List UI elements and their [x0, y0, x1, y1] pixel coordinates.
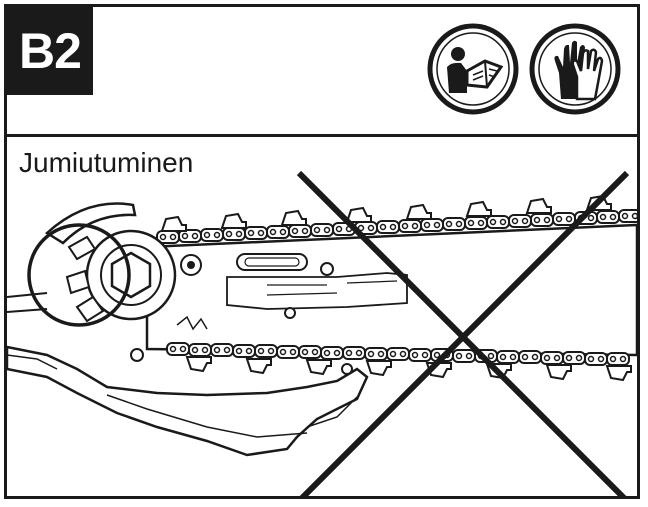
sprocket	[44, 202, 177, 323]
gloves-icon	[529, 23, 621, 115]
read-manual-icon	[427, 23, 519, 115]
guide-bar	[130, 223, 637, 375]
jam-highlight-circle	[27, 223, 131, 327]
section-badge: B2	[7, 7, 93, 95]
chain-jam-illustration	[7, 170, 637, 499]
saw-housing	[7, 292, 369, 457]
section-title: Jumiutuminen	[19, 147, 194, 178]
panel-header: B2	[7, 7, 637, 137]
safety-icons	[427, 23, 621, 115]
prohibited-x-mark	[296, 170, 630, 499]
instruction-panel: B2 Jumiutuminen	[4, 4, 640, 499]
